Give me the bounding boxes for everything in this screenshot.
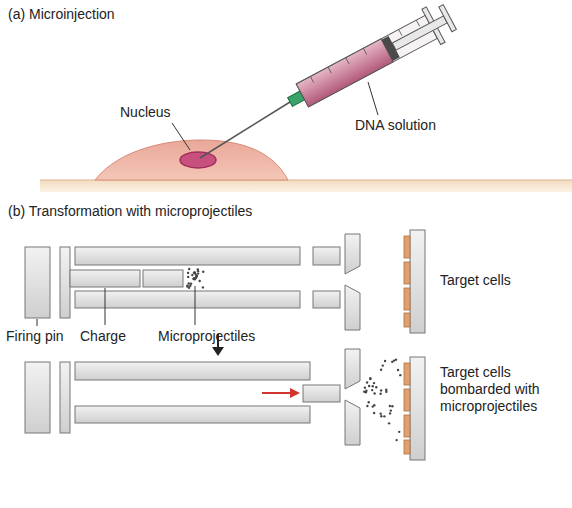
- leader-line: [368, 82, 378, 115]
- gun-after: [25, 349, 425, 460]
- gun-before: [25, 230, 425, 333]
- part-label: Charge: [80, 328, 126, 345]
- panel-heading: (a) Microinjection: [8, 6, 115, 23]
- syringe: [281, 0, 460, 120]
- leader-line: [195, 286, 196, 325]
- motion-arrow: [262, 392, 292, 394]
- leader-line: [37, 319, 38, 326]
- part-label: Target cells: [440, 272, 511, 289]
- leader-line: [172, 123, 190, 150]
- target-cells: [404, 236, 410, 327]
- part-label: Nucleus: [120, 104, 171, 121]
- microprojectiles: [363, 358, 401, 441]
- microprojectiles: [186, 268, 204, 289]
- culture-surface: [40, 180, 572, 192]
- part-label: Firing pin: [6, 328, 64, 345]
- needle: [200, 102, 290, 158]
- part-label: Microprojectiles: [158, 328, 255, 345]
- part-label: Target cells bombarded with microproject…: [440, 364, 558, 415]
- target-cells: [404, 363, 410, 454]
- part-label: DNA solution: [355, 117, 436, 134]
- cell: [95, 140, 288, 180]
- nucleus: [180, 152, 216, 168]
- leader-line: [105, 288, 106, 325]
- panel-heading: (b) Transformation with microprojectiles: [8, 203, 252, 220]
